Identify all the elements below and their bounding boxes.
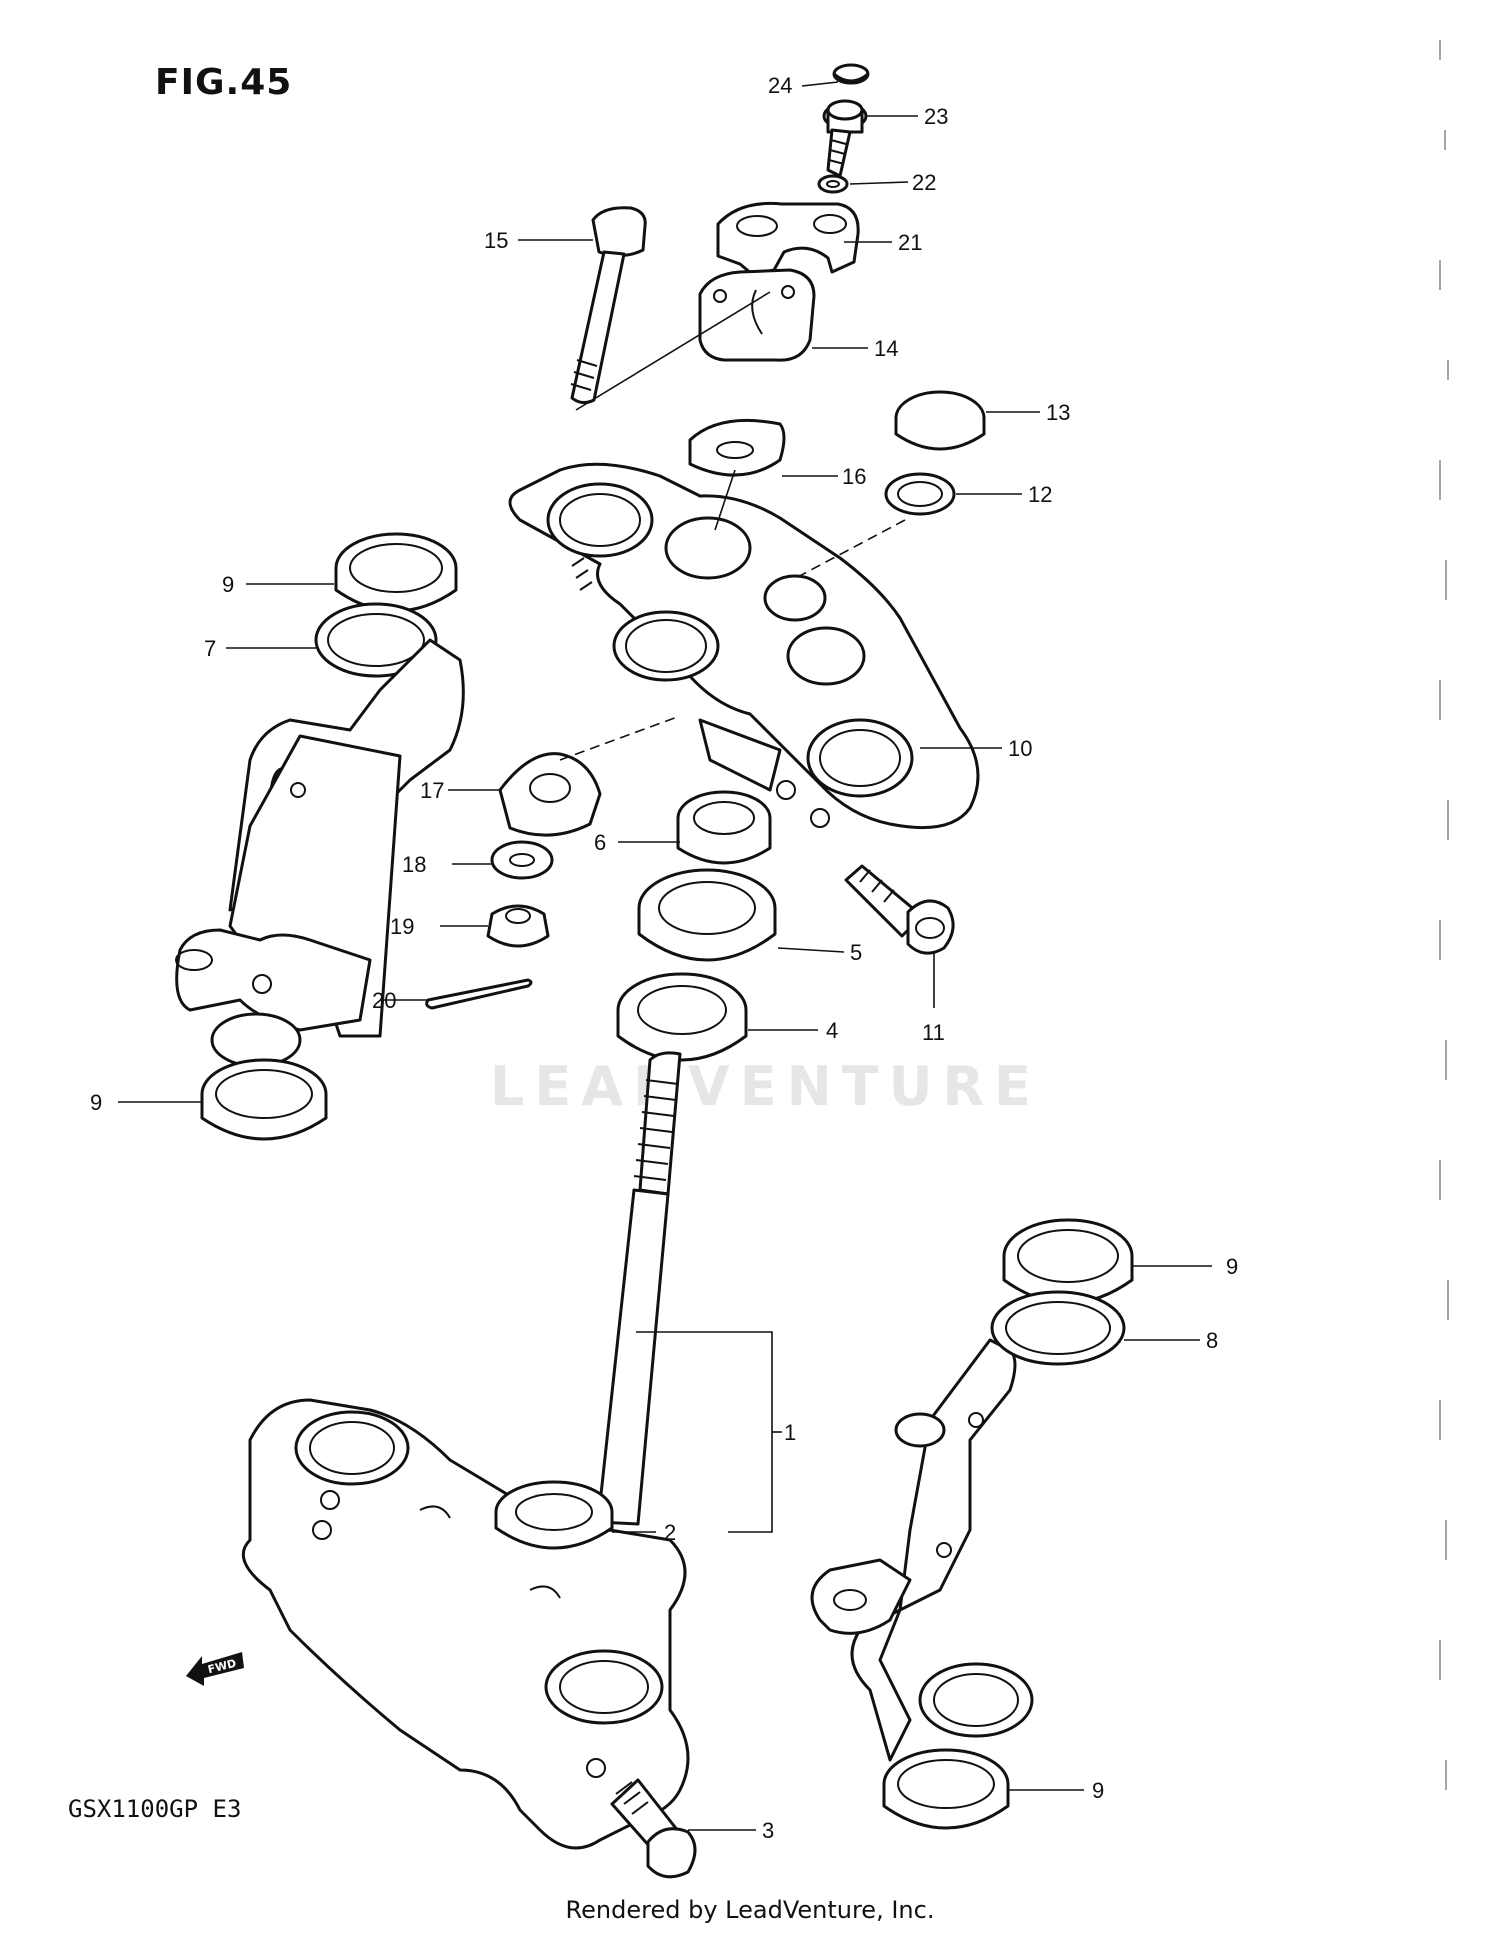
callout-11: 11 [922, 1020, 945, 1045]
callout-9-lower-left: 9 [90, 1090, 102, 1115]
part-9-seal-upper-right [1002, 1218, 1134, 1305]
part-16-damper [688, 418, 786, 477]
part-1-steering-stem [596, 1051, 682, 1526]
leader-lines [118, 81, 1212, 1831]
callout-18: 18 [402, 852, 426, 877]
guide-line-15-14 [575, 291, 771, 411]
part-7-gasket [314, 602, 438, 678]
part-5-bearing-upper [637, 868, 777, 962]
scan-edge-marks [1439, 40, 1449, 1790]
part-right-cover-bracket [810, 1338, 1034, 1762]
callout-21: 21 [898, 230, 922, 255]
part-23-bolt [822, 99, 868, 178]
callout-2: 2 [664, 1520, 676, 1545]
part-4-bearing-lower [616, 972, 748, 1062]
callout-6: 6 [594, 830, 606, 855]
callout-17: 17 [420, 778, 444, 803]
callout-9-upper-left: 9 [222, 572, 234, 597]
part-17-damper [498, 752, 602, 837]
callout-5: 5 [850, 940, 862, 965]
part-9-seal-lower-right [882, 1748, 1010, 1830]
part-20-cotter-pin [425, 978, 533, 1010]
part-18-washer [490, 840, 554, 880]
callout-14: 14 [874, 336, 898, 361]
part-3-bolt [610, 1778, 697, 1879]
part-9-seal-upper-left [334, 532, 458, 613]
watermark: LEADVENTURE [490, 1055, 1041, 1118]
part-14-holder-lower [698, 268, 816, 362]
callout-19: 19 [390, 914, 414, 939]
footer-credit: Rendered by LeadVenture, Inc. [565, 1896, 935, 1924]
forward-direction-icon: FWD [186, 1652, 244, 1686]
part-24-cap [832, 63, 870, 85]
callout-12: 12 [1028, 482, 1052, 507]
callout-16: 16 [842, 464, 866, 489]
callout-10: 10 [1008, 736, 1032, 761]
callout-15: 15 [484, 228, 508, 253]
part-1-lower-bracket [241, 1398, 690, 1850]
guide-line-16-10 [714, 469, 736, 531]
callout-20: 20 [372, 988, 396, 1013]
callout-8: 8 [1206, 1328, 1218, 1353]
part-2-dust-seal [494, 1480, 614, 1550]
guide-line-17-10 [559, 715, 681, 761]
callout-23: 23 [924, 104, 948, 129]
guide-line-12-10 [791, 519, 906, 581]
model-code: GSX1100GP E3 [68, 1795, 242, 1823]
callout-labels: 24 23 22 21 15 14 13 16 12 9 7 10 17 6 1… [90, 73, 1238, 1843]
callout-3: 3 [762, 1818, 774, 1843]
part-19-nut [486, 904, 550, 948]
callout-9-upper-right: 9 [1226, 1254, 1238, 1279]
part-13-cap [894, 390, 986, 451]
callout-1: 1 [784, 1420, 796, 1445]
callout-24: 24 [768, 73, 792, 98]
callout-13: 13 [1046, 400, 1070, 425]
part-6-steering-nut [676, 790, 772, 865]
part-11-bolt [844, 864, 955, 955]
callout-7: 7 [204, 636, 216, 661]
part-15-bolt [570, 206, 647, 405]
part-21-holder-upper [716, 201, 860, 276]
part-22-washer [817, 174, 849, 194]
part-8-gasket [990, 1290, 1126, 1366]
part-left-cover-bracket [175, 638, 465, 1068]
figure-title: FIG.45 [155, 62, 293, 103]
part-9-seal-lower-left [200, 1058, 328, 1141]
part-10-upper-bracket [508, 462, 980, 830]
callout-9-lower-right: 9 [1092, 1778, 1104, 1803]
part-12-washer [884, 472, 956, 516]
callout-4: 4 [826, 1018, 838, 1043]
callout-22: 22 [912, 170, 936, 195]
